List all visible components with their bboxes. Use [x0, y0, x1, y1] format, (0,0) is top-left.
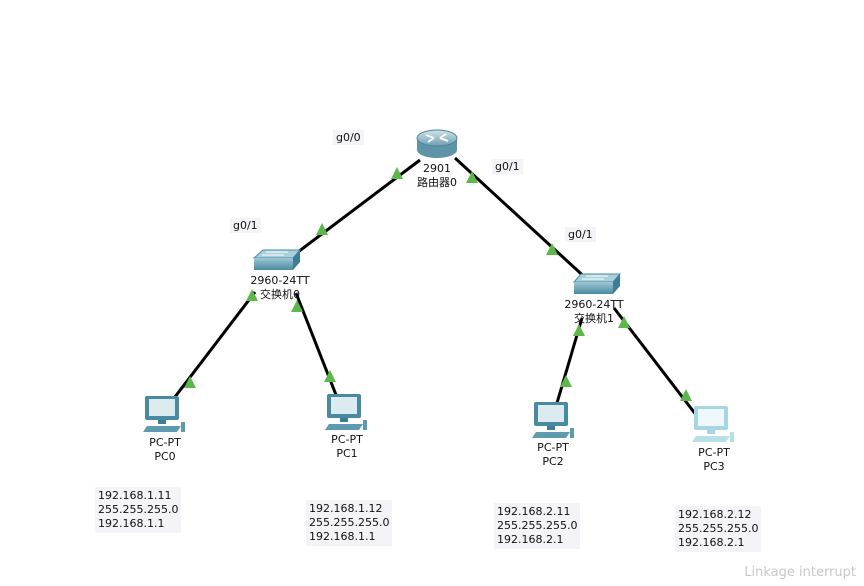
pc-icon[interactable] — [143, 396, 185, 432]
link-up-indicator — [573, 324, 585, 336]
pc3-label: PC-PT PC3 — [698, 446, 730, 474]
link-up-indicator — [618, 316, 630, 328]
ip-note-pc3[interactable]: 192.168.2.12 255.255.255.0 192.168.2.1 — [675, 506, 762, 552]
watermark: Linkage interrupt — [744, 565, 856, 580]
switch1-label: 2960-24TT 交换机1 — [564, 298, 623, 326]
default-gateway: 192.168.2.1 — [497, 533, 564, 546]
ip-address: 192.168.2.11 — [497, 505, 571, 518]
subnet-mask: 255.255.255.0 — [309, 516, 390, 529]
port-label-switch0-g0-1: g0/1 — [230, 218, 261, 233]
port-label-router-g0-0: g0/0 — [333, 130, 364, 145]
pc1-name[interactable]: PC1 — [336, 447, 358, 460]
pc2-model: PC-PT — [537, 441, 569, 454]
link-up-indicator — [560, 375, 572, 387]
switch1-name[interactable]: 交换机1 — [574, 312, 614, 325]
link-up-indicator — [291, 300, 303, 312]
link-up-indicator — [680, 389, 692, 401]
link-switch0-pc0[interactable] — [163, 291, 257, 411]
links — [163, 156, 702, 421]
switch0-label: 2960-24TT 交换机0 — [250, 274, 309, 302]
link-switch0-pc1[interactable] — [294, 292, 342, 406]
link-up-indicator — [316, 223, 328, 235]
default-gateway: 192.168.1.1 — [309, 530, 376, 543]
switch-icon[interactable] — [572, 273, 622, 294]
pc2-label: PC-PT PC2 — [537, 441, 569, 469]
default-gateway: 192.168.2.1 — [678, 536, 745, 549]
pc-icon[interactable] — [325, 394, 367, 430]
ip-address: 192.168.1.12 — [309, 502, 383, 515]
default-gateway: 192.168.1.1 — [98, 517, 165, 530]
pc1-label: PC-PT PC1 — [331, 433, 363, 461]
link-up-indicator — [184, 376, 196, 388]
pc0-label: PC-PT PC0 — [149, 436, 181, 464]
switch-icon[interactable] — [252, 249, 302, 270]
switch0-name[interactable]: 交换机0 — [260, 288, 300, 301]
port-label-router-g0-1: g0/1 — [492, 159, 523, 174]
ip-note-pc0[interactable]: 192.168.1.11 255.255.255.0 192.168.1.1 — [95, 487, 182, 533]
pc3-model: PC-PT — [698, 446, 730, 459]
subnet-mask: 255.255.255.0 — [98, 503, 179, 516]
router-label: 2901 路由器0 — [417, 162, 457, 190]
link-up-indicator — [546, 243, 558, 255]
pc0-model: PC-PT — [149, 436, 181, 449]
link-up-indicator — [246, 289, 258, 301]
link-up-indicator — [391, 167, 403, 179]
router-model: 2901 — [423, 162, 451, 175]
ip-note-pc1[interactable]: 192.168.1.12 255.255.255.0 192.168.1.1 — [306, 500, 393, 546]
pc3-name[interactable]: PC3 — [703, 460, 725, 473]
port-label-switch1-g0-1: g0/1 — [565, 227, 596, 242]
pc0-name[interactable]: PC0 — [154, 450, 176, 463]
ip-address: 192.168.2.12 — [678, 508, 752, 521]
router-name[interactable]: 路由器0 — [417, 176, 457, 189]
pc1-model: PC-PT — [331, 433, 363, 446]
pc-icon[interactable] — [692, 406, 734, 442]
subnet-mask: 255.255.255.0 — [497, 519, 578, 532]
link-up-indicator — [466, 171, 478, 183]
link-indicators — [184, 167, 692, 401]
subnet-mask: 255.255.255.0 — [678, 522, 759, 535]
router-icon[interactable] — [416, 129, 458, 158]
switch0-model: 2960-24TT — [250, 274, 310, 287]
ip-note-pc2[interactable]: 192.168.2.11 255.255.255.0 192.168.2.1 — [494, 503, 581, 549]
pc-icon[interactable] — [532, 402, 574, 438]
pc2-name[interactable]: PC2 — [542, 455, 564, 468]
ip-address: 192.168.1.11 — [98, 489, 172, 502]
link-up-indicator — [324, 370, 336, 382]
link-router-switch1[interactable] — [453, 156, 592, 284]
switch1-model: 2960-24TT — [564, 298, 624, 311]
